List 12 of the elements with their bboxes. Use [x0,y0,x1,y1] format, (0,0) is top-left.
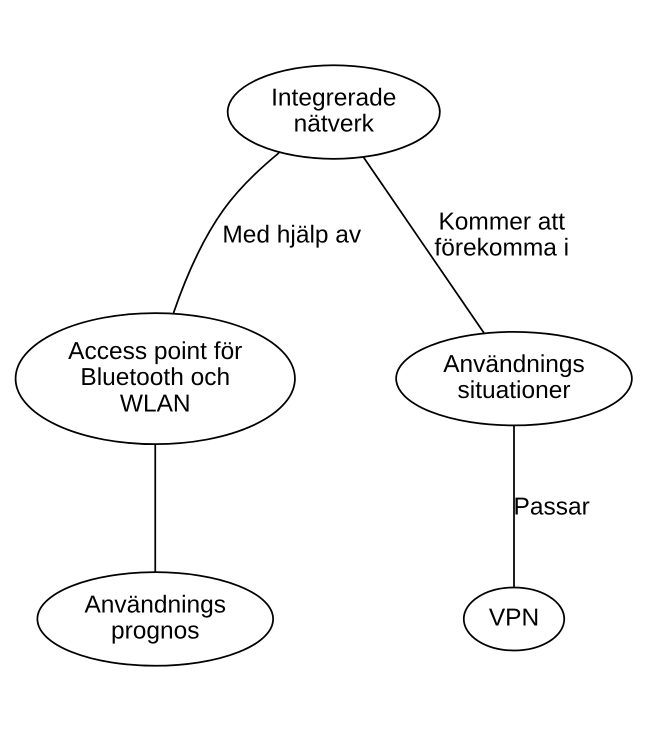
node-ellipse: Användnings situationer [395,330,633,426]
connector [362,156,485,334]
connector [172,152,280,314]
edge-label: Kommer att förekomma i [434,208,570,262]
edge-label: Passar [514,494,590,521]
connector [154,444,156,572]
connector [513,426,515,588]
node-ellipse: Access point för Bluetooth och WLAN [14,312,296,446]
node-ellipse: Användnings prognos [36,571,274,667]
node-ellipse: Integrerade nätverk [226,64,441,160]
node-ellipse: VPN [462,586,566,652]
edge-label: Med hjälp av [222,222,362,249]
